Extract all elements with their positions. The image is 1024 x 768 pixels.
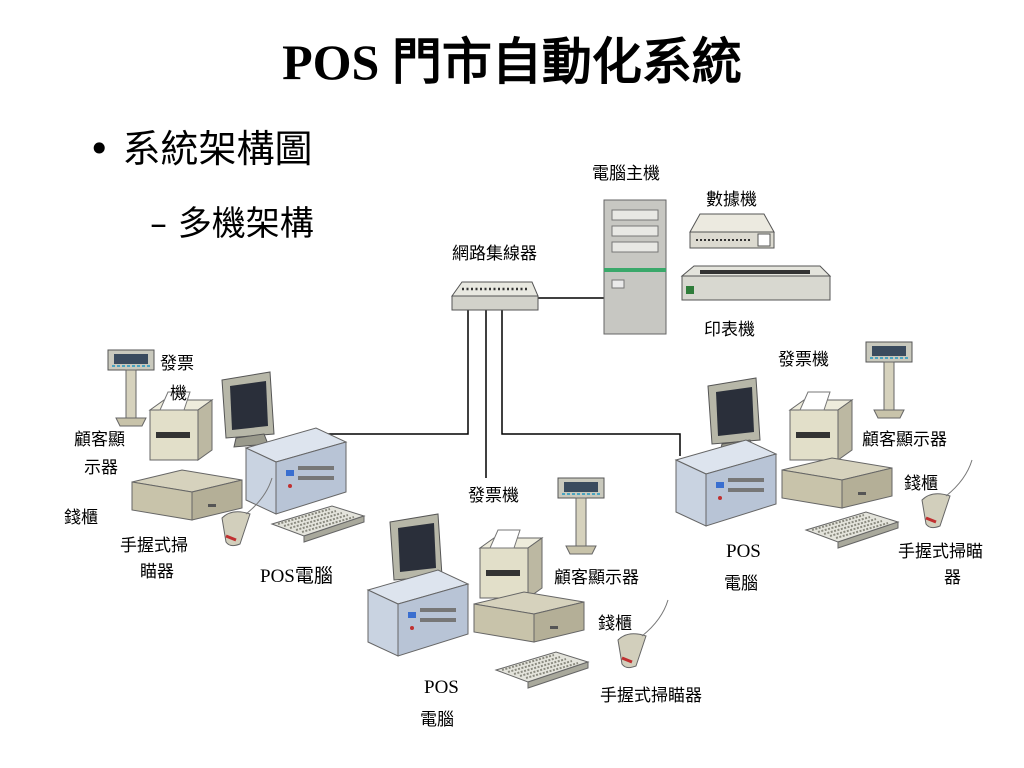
label-pos-left: POS電腦 xyxy=(260,566,333,587)
label-drawer-center: 錢櫃 xyxy=(598,614,632,634)
label-display-right: 顧客顯示器 xyxy=(862,430,947,450)
label-invoice-left: 發票 xyxy=(160,354,194,374)
label-pos-right: POS xyxy=(726,541,761,562)
label-drawer-left: 錢櫃 xyxy=(64,508,98,528)
label-scanner-center: 手握式掃瞄器 xyxy=(600,686,702,706)
label-scanner-right: 手握式掃瞄 xyxy=(898,542,983,562)
label-invoice-right: 發票機 xyxy=(778,350,829,370)
label-pos-right-2: 電腦 xyxy=(724,574,758,594)
network-hub xyxy=(451,281,539,311)
label-pos-center: POS xyxy=(424,677,459,698)
label-display-center: 顧客顯示器 xyxy=(554,568,639,588)
station-left xyxy=(107,349,365,548)
label-display-left-2: 示器 xyxy=(84,458,118,478)
label-hub: 網路集線器 xyxy=(452,244,537,264)
host-computer xyxy=(603,199,667,335)
label-scanner-left: 手握式掃 xyxy=(120,536,188,556)
label-scanner-left-2: 瞄器 xyxy=(140,562,174,582)
bullet-architecture: • 系統架構圖 xyxy=(88,127,313,171)
label-scanner-right-2: 器 xyxy=(944,568,961,588)
label-modem: 數據機 xyxy=(706,190,757,210)
label-display-left: 顧客顯 xyxy=(74,430,125,450)
label-invoice-center: 發票機 xyxy=(468,486,519,506)
label-host: 電腦主機 xyxy=(592,164,660,184)
modem xyxy=(689,213,775,249)
network-cables xyxy=(326,297,681,478)
label-invoice-left-2: 機 xyxy=(170,384,187,404)
label-printer: 印表機 xyxy=(704,320,755,340)
label-pos-center-2: 電腦 xyxy=(420,710,454,730)
slide-title: POS 門市自動化系統 xyxy=(282,34,742,90)
sub-bullet-multi: – 多機架構 xyxy=(150,204,314,244)
label-drawer-right: 錢櫃 xyxy=(904,474,938,494)
printer xyxy=(680,265,832,301)
